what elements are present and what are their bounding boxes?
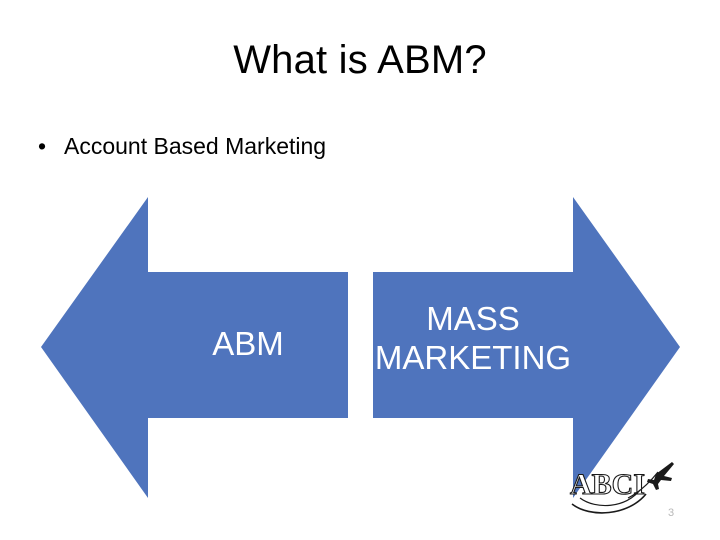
right-arrow-shape[interactable] <box>373 197 680 498</box>
swoosh-outer-icon <box>571 493 647 514</box>
page-number: 3 <box>668 507 675 519</box>
bullet-dot-icon: • <box>38 133 47 159</box>
left-arrow-label: ABM <box>212 325 284 362</box>
right-arrow-label: MASS MARKETING <box>374 300 572 376</box>
abci-logo: ABCI <box>568 458 680 516</box>
page-title: What is ABM? <box>233 38 487 82</box>
body-bullet-list: • Account Based Marketing <box>32 132 672 161</box>
list-item: • Account Based Marketing <box>32 132 672 161</box>
airplane-icon <box>647 462 674 490</box>
swoosh-inner-icon <box>579 489 641 507</box>
left-arrow-shape[interactable] <box>41 197 348 498</box>
list-item-label: Account Based Marketing <box>64 133 327 159</box>
abci-logo-mark: ABCI <box>569 462 674 514</box>
